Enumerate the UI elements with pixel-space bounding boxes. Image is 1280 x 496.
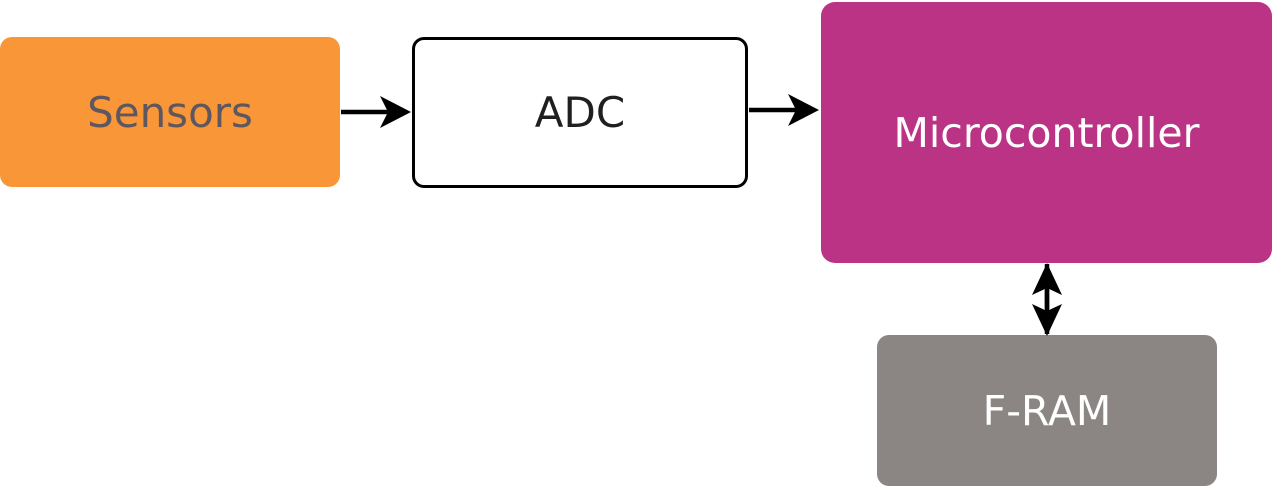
arrowhead-right-icon [380, 96, 411, 128]
node-fram: F-RAM [877, 335, 1217, 486]
node-sensors-label: Sensors [87, 87, 253, 137]
node-microcontroller: Microcontroller [821, 2, 1272, 263]
node-sensors: Sensors [0, 37, 340, 187]
node-adc: ADC [412, 37, 748, 188]
arrow-microcontroller-fram-bidirectional [1032, 263, 1062, 336]
node-adc-label: ADC [534, 88, 626, 137]
arrowhead-down-icon [1032, 304, 1062, 336]
node-fram-label: F-RAM [982, 386, 1112, 435]
arrowhead-right-icon [788, 94, 819, 126]
arrow-sensors-to-adc [341, 96, 411, 128]
arrow-adc-to-microcontroller [749, 94, 819, 126]
node-microcontroller-label: Microcontroller [893, 108, 1200, 157]
arrowhead-up-icon [1032, 263, 1062, 295]
